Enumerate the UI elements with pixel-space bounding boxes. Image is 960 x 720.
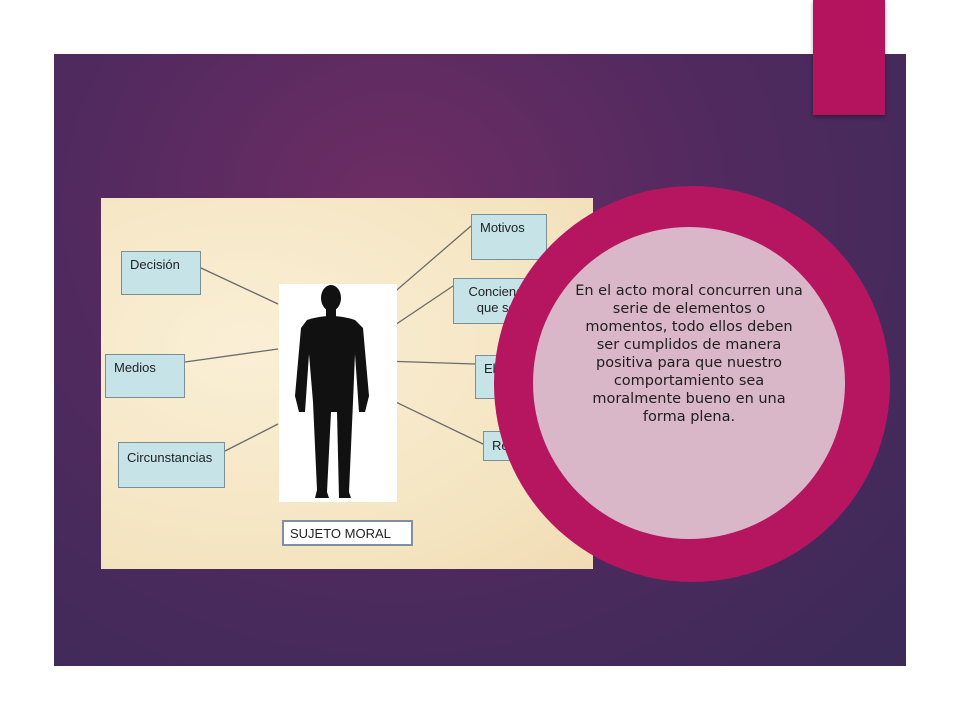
accent-tab bbox=[813, 0, 885, 115]
box-decision: Decisión bbox=[121, 251, 201, 295]
bubble-text: En el acto moral concurren una serie de … bbox=[575, 283, 803, 425]
figure-panel bbox=[279, 284, 397, 502]
subject-caption: SUJETO MORAL bbox=[282, 520, 413, 546]
box-medios: Medios bbox=[105, 354, 185, 398]
text-bubble bbox=[533, 227, 845, 539]
box-circunstancias: Circunstancias bbox=[118, 442, 225, 488]
person-silhouette-icon bbox=[295, 285, 369, 498]
box-motivos: Motivos bbox=[471, 214, 547, 260]
